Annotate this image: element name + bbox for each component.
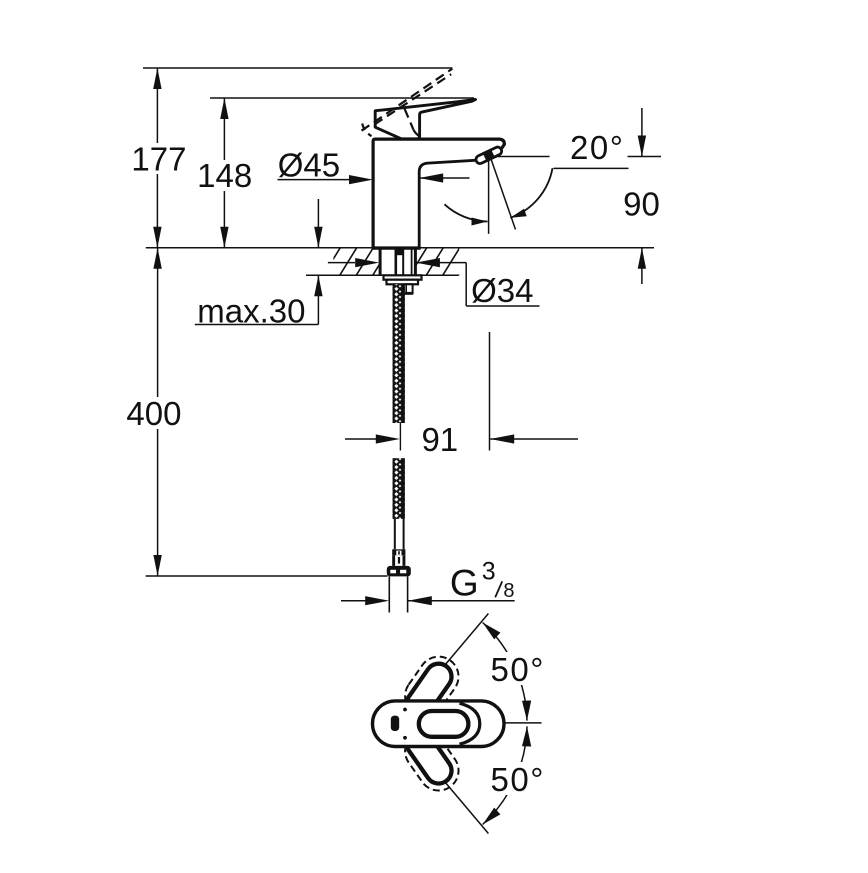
svg-text:Ø34: Ø34 [471,272,533,309]
svg-text:8: 8 [503,580,514,602]
svg-text:Ø45: Ø45 [278,147,340,184]
svg-text:3: 3 [482,558,496,586]
svg-text:G: G [450,562,479,603]
svg-text:400: 400 [126,395,181,432]
svg-text:max.30: max.30 [197,292,305,329]
svg-text:90: 90 [623,186,660,223]
svg-text:50°: 50° [491,761,545,798]
svg-text:148: 148 [197,157,252,194]
svg-text:91: 91 [421,421,458,458]
svg-text:177: 177 [131,140,186,177]
svg-text:50°: 50° [491,651,545,688]
svg-text:20°: 20° [570,129,624,166]
